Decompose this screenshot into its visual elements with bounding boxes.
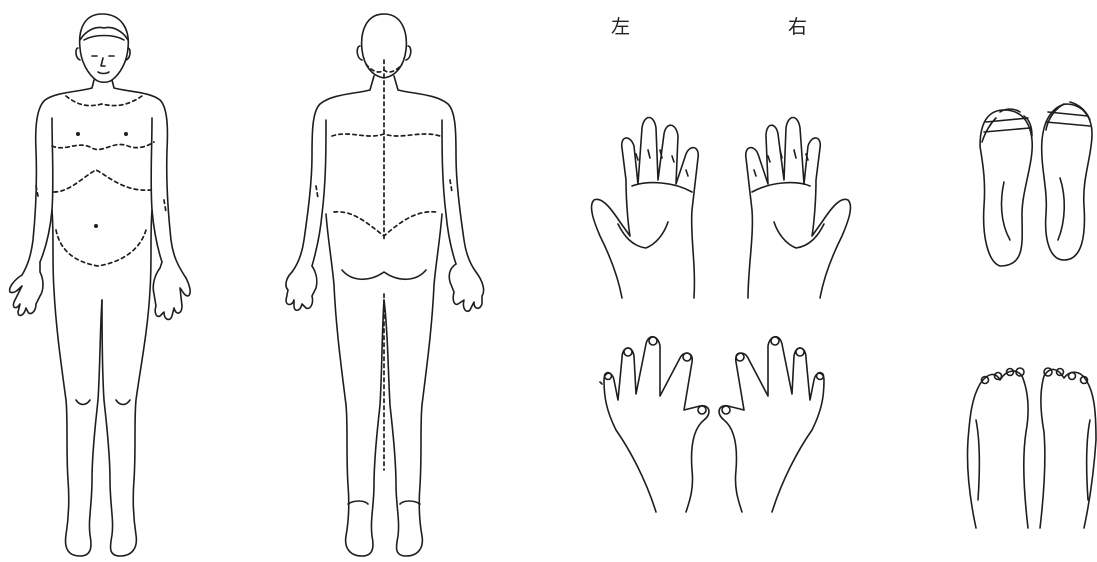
human-body-back-icon <box>286 14 484 556</box>
human-body-front-icon <box>10 14 191 556</box>
foot-tops-icon <box>967 368 1096 528</box>
foot-soles-icon <box>980 102 1092 266</box>
left-hand-back-icon <box>600 337 709 512</box>
right-palm-icon <box>746 118 851 299</box>
right-hand-back-icon <box>719 337 824 512</box>
left-palm-icon <box>592 118 699 299</box>
